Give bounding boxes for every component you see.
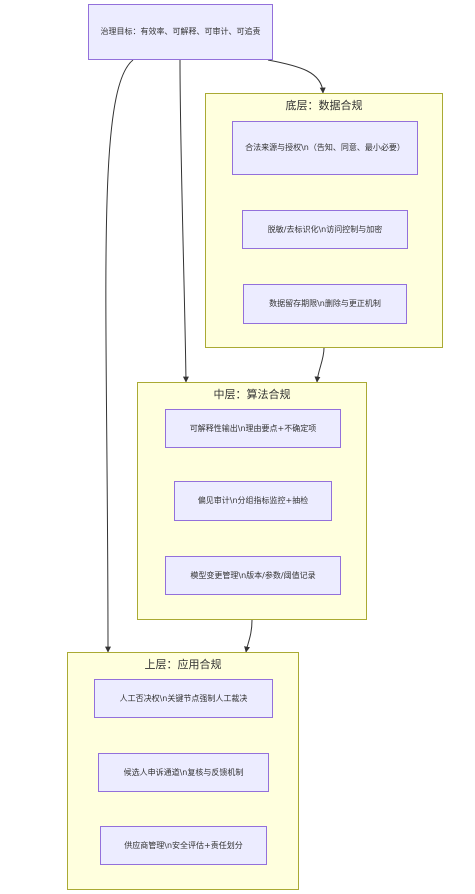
node-lawful-source-consent: 合法来源与授权\n（告知、同意、最小必要） [232, 121, 418, 175]
layer-title: 上层：应用合规 [144, 658, 222, 671]
node-human-veto: 人工否决权\n关键节点强制人工裁决 [94, 679, 273, 718]
layer-middle-algorithm-compliance: 中层：算法合规 可解释性输出\n理由要点+不确定项 偏见审计\n分组指标监控+抽… [137, 382, 367, 620]
edge-middle-to-top-layer [244, 619, 253, 653]
node-model-change-management: 模型变更管理\n版本/参数/阈值记录 [165, 556, 341, 595]
layer-title: 底层：数据合规 [285, 99, 363, 112]
node-bias-audit: 偏见审计\n分组指标监控+抽检 [174, 481, 332, 521]
node-vendor-management: 供应商管理\n安全评估+责任划分 [100, 826, 267, 865]
edge-bottom-to-middle-layer [314, 347, 325, 383]
edge-goal-to-top-layer [104, 59, 134, 653]
layer-top-application-compliance: 上层：应用合规 人工否决权\n关键节点强制人工裁决 候选人申诉通道\n复核与反馈… [67, 652, 299, 890]
layer-bottom-data-compliance: 底层：数据合规 合法来源与授权\n（告知、同意、最小必要） 脱敏/去标识化\n访… [205, 93, 443, 348]
layer-title: 中层：算法合规 [213, 388, 291, 401]
node-explainable-output: 可解释性输出\n理由要点+不确定项 [165, 409, 341, 448]
node-retention-deletion: 数据留存期限\n删除与更正机制 [243, 284, 407, 324]
node-candidate-appeal: 候选人申诉通道\n复核与反馈机制 [98, 753, 269, 792]
goal-label: 治理目标：有效率、可解释、可审计、可追责 [100, 27, 261, 36]
node-desensitization-access-control: 脱敏/去标识化\n访问控制与加密 [242, 210, 408, 249]
edge-goal-to-bottom-layer [267, 59, 326, 94]
edge-goal-to-middle-layer [179, 59, 189, 383]
goal-node: 治理目标：有效率、可解释、可审计、可追责 [88, 4, 273, 60]
